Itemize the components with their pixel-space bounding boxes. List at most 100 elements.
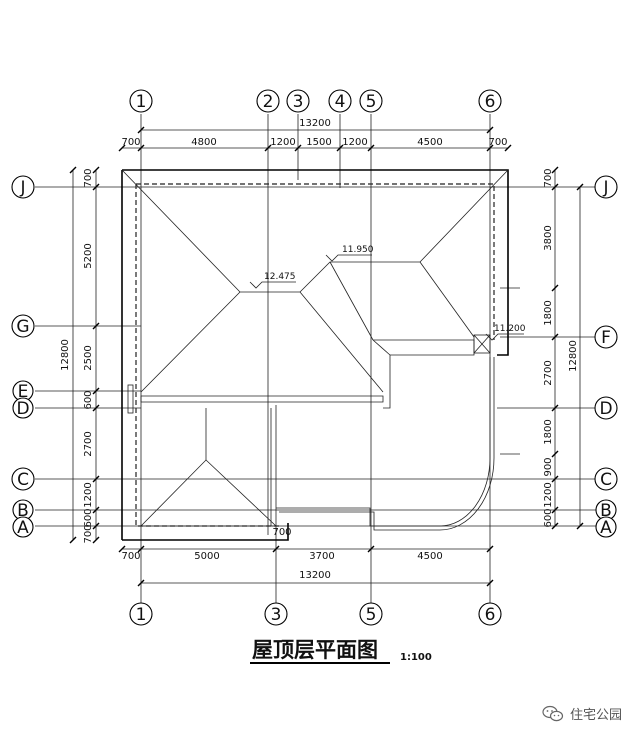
downpipe-left (127, 384, 134, 414)
hip-main-lower (140, 291, 384, 393)
dim-tick (92, 404, 100, 412)
dim-tick (367, 545, 375, 553)
dim-tick (486, 144, 494, 152)
drawing-title: 屋顶层平面图 (252, 638, 378, 662)
axis-label: 1 (136, 92, 147, 112)
dim-tick (69, 166, 77, 174)
dim-tick (504, 144, 512, 152)
axis-label: B (17, 501, 29, 521)
curved-wall-outer (439, 357, 491, 527)
dim-text: 900 (543, 457, 554, 476)
axis-label: 3 (271, 605, 282, 625)
dim-tick (576, 522, 584, 530)
top-dimensions: 13200 700 4800 1200 1500 1200 4500 700 (118, 118, 512, 152)
dim-text: 4500 (417, 551, 442, 562)
dim-ticks-left (69, 166, 100, 544)
dim-tick (367, 144, 375, 152)
dim-tick (92, 522, 100, 530)
dim-tick (92, 166, 100, 174)
dim-text: 4800 (191, 137, 216, 148)
dim-text-right-total: 12800 (568, 340, 579, 372)
dim-text: 600 (83, 508, 94, 527)
axis-bubble (12, 397, 34, 419)
dim-text: 1500 (306, 137, 331, 148)
axis-label: C (600, 470, 612, 490)
elevation-marker-2 (325, 254, 372, 262)
dim-tick (551, 166, 559, 174)
dim-tick (551, 522, 559, 530)
dim-text: 5200 (83, 243, 94, 268)
elevation-label: 11.200 (494, 324, 526, 334)
dim-tick (294, 144, 302, 152)
dim-tick (551, 475, 559, 483)
terrace-parapet (276, 507, 440, 527)
axis-bubble (328, 89, 352, 113)
eave-outer-right (122, 169, 509, 356)
axis-label: D (16, 399, 29, 419)
drawing-scale: 1:100 (400, 652, 432, 663)
axis-label: 6 (485, 605, 496, 625)
axis-bubble (11, 314, 35, 338)
dim-text: 600 (543, 508, 554, 527)
dim-tick (486, 126, 494, 134)
valley-line (329, 261, 374, 341)
axis-bubble (256, 89, 280, 113)
axis-bubble (594, 396, 618, 420)
elevation-marker-3 (485, 333, 524, 341)
axis-bubble (11, 175, 35, 199)
axis-bubble (478, 89, 502, 113)
dim-tick (486, 579, 494, 587)
elevation-marker-1 (249, 281, 296, 289)
dim-ticks-bottom (118, 545, 494, 587)
dim-text: 2700 (543, 360, 554, 385)
step-roof (373, 339, 475, 409)
roof-outline (121, 169, 509, 541)
dim-text: 1800 (543, 300, 554, 325)
dim-text: 1200 (342, 137, 367, 148)
axis-bubble (359, 602, 383, 626)
axis-bubbles-right: J F D C B A (594, 175, 618, 538)
axis-label: 6 (485, 92, 496, 112)
chimney-x2 (473, 334, 491, 354)
axis-bubbles-left: J G E D C B A (11, 175, 35, 538)
axis-bubble (594, 467, 618, 491)
dim-tick (264, 144, 272, 152)
dim-text-left-total: 12800 (60, 339, 71, 371)
axis-label: G (16, 317, 29, 337)
axis-bubble (595, 516, 617, 538)
dim-text: 1200 (83, 482, 94, 507)
left-dimensions: 12800 700 5200 2500 600 2700 1200 600 70… (60, 166, 100, 544)
dim-tick (576, 183, 584, 191)
hip-ridge-se (419, 261, 475, 338)
dim-text: 700 (121, 137, 140, 148)
axis-bubble (129, 602, 153, 626)
eave-strip-main (140, 395, 384, 403)
dim-tick (92, 322, 100, 330)
axis-label: A (600, 518, 612, 538)
axis-label: 4 (335, 92, 346, 112)
dim-tick (551, 183, 559, 191)
dim-tick (336, 144, 344, 152)
dim-tick (92, 387, 100, 395)
dim-tick (69, 536, 77, 544)
dim-text: 700 (488, 137, 507, 148)
dim-text: 1800 (543, 419, 554, 444)
axis-label: B (600, 501, 612, 521)
dim-tick (137, 579, 145, 587)
dim-ticks-top (118, 126, 512, 152)
axis-label: J (19, 178, 25, 198)
axis-bubble (478, 602, 502, 626)
hip-ridge-ne (299, 169, 509, 293)
axis-bubble (594, 325, 618, 349)
dim-tick (118, 545, 126, 553)
watermark: 住宅公园 (542, 704, 622, 723)
dim-text: 700 (543, 168, 554, 187)
axis-label: A (17, 518, 29, 538)
axis-bubble (286, 89, 310, 113)
axis-label: 2 (263, 92, 274, 112)
dim-ticks-right (551, 166, 584, 530)
elevation-markers: 12.475 11.950 11.200 (249, 245, 526, 341)
axis-label: 5 (366, 605, 377, 625)
dim-text: 3700 (309, 551, 334, 562)
